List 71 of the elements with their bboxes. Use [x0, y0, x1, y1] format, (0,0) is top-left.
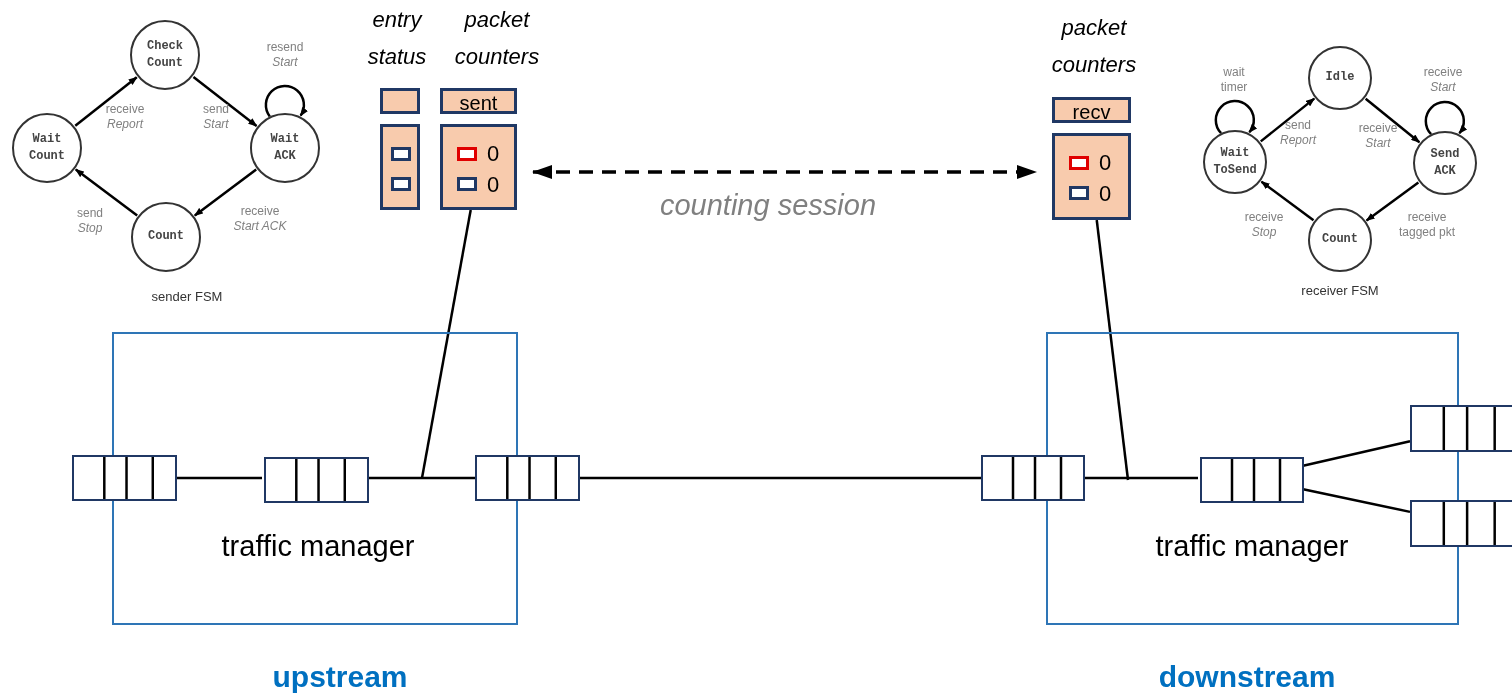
counter-name: recv — [1072, 102, 1111, 122]
state-name: Send ACK — [1429, 145, 1461, 180]
state-name: Check Count — [146, 37, 184, 72]
column-heading: entry status — [366, 6, 428, 71]
state-circle — [1203, 130, 1267, 194]
state-name: Count — [1321, 231, 1359, 249]
leader-line — [420, 209, 472, 479]
counter-name: sent — [459, 93, 498, 113]
column-heading: packet counters — [1050, 14, 1138, 79]
arrow — [1365, 181, 1420, 222]
state-name: Wait ACK — [269, 130, 301, 165]
traffic-manager-box — [1046, 332, 1459, 625]
state-circle — [1308, 208, 1372, 272]
counter-box — [1052, 133, 1131, 220]
counter-value: 0 — [487, 141, 500, 167]
diagram-caption: receiver FSM — [1301, 282, 1379, 298]
counter-box — [380, 124, 420, 210]
arrow — [1260, 97, 1315, 143]
edge-label: wait timer — [1219, 65, 1249, 95]
counter-header-box — [440, 88, 517, 114]
arrow — [1424, 100, 1467, 135]
edge-label: send Start — [202, 102, 230, 132]
state-name: Idle — [1324, 69, 1356, 87]
edge-label: receive Start ACK — [232, 204, 288, 234]
arrow — [75, 168, 138, 217]
arrow — [532, 165, 1037, 179]
counter-header-box — [1052, 97, 1131, 123]
state-name: Wait Count — [28, 130, 66, 165]
arrow — [1260, 180, 1315, 222]
leader-line — [1095, 219, 1130, 481]
traffic-manager-box — [112, 332, 518, 625]
state-name: Count — [147, 228, 185, 246]
queue — [264, 457, 369, 503]
column-heading: packet counters — [453, 6, 541, 71]
queue — [981, 455, 1085, 501]
link-line — [177, 476, 262, 480]
edge-label: resend Start — [265, 40, 305, 70]
counter-value: 0 — [487, 172, 500, 198]
counter-header-box — [380, 88, 420, 114]
side-caption: upstream — [272, 660, 408, 694]
session-caption: counting session — [660, 188, 876, 222]
state-circle — [1413, 131, 1477, 195]
diagram-caption: sender FSM — [151, 288, 223, 304]
box-title: traffic manager — [1154, 530, 1350, 563]
arrow — [1364, 97, 1421, 144]
box-title: traffic manager — [220, 530, 416, 563]
arrow — [194, 168, 257, 217]
edge-label: receive Report — [104, 102, 146, 132]
arrow — [264, 84, 308, 118]
arrow — [74, 76, 138, 127]
link-line — [580, 476, 981, 480]
edge-label: send Report — [1279, 118, 1318, 148]
edge-label: send Stop — [76, 206, 104, 236]
counter-value: 0 — [1099, 150, 1112, 176]
state-circle — [1308, 46, 1372, 110]
queue — [1410, 405, 1512, 452]
queue — [72, 455, 177, 501]
queue — [1410, 500, 1512, 547]
arrow — [192, 76, 258, 127]
state-name: Wait ToSend — [1212, 144, 1258, 179]
edge-label: receive tagged pkt — [1397, 210, 1456, 240]
edge-label: receive Start — [1422, 65, 1464, 95]
counter-box — [440, 124, 517, 210]
link-line — [1085, 476, 1198, 480]
arrow — [1214, 99, 1257, 134]
queue — [475, 455, 580, 501]
counter-value: 0 — [1099, 181, 1112, 207]
queue — [1200, 457, 1304, 503]
edge-label: receive Stop — [1243, 210, 1285, 240]
edge-label: receive Start — [1357, 121, 1399, 151]
side-caption: downstream — [1158, 660, 1336, 694]
